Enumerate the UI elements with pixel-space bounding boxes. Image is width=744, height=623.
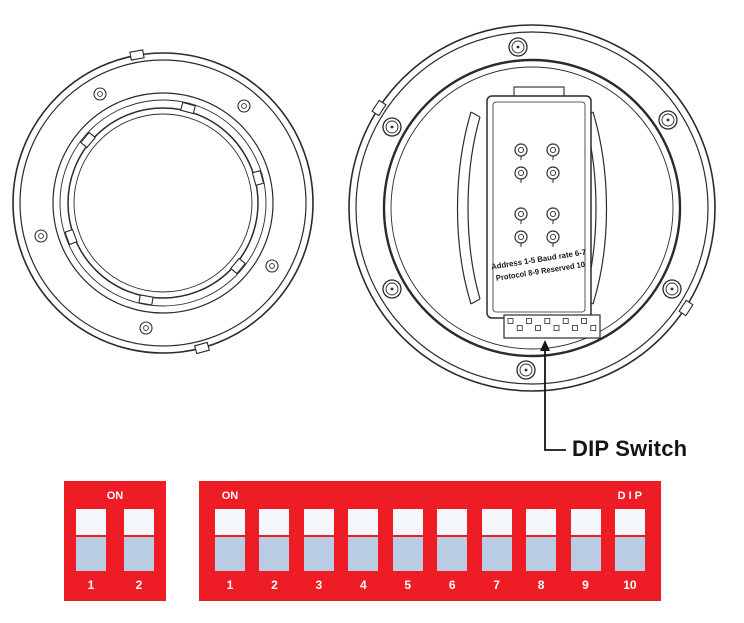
arrow-up-icon [540,340,550,351]
dip-switch-strip [503,314,601,339]
switch-recess [481,509,512,535]
switch-recess [392,509,423,535]
switch-slider [481,537,512,571]
switch-slider [437,537,468,571]
screw-icon [237,99,251,113]
screw-icon [382,279,402,299]
switch-recess [526,509,557,535]
switch-slider [303,537,334,571]
screw-icon [34,229,48,243]
switch-recess [76,509,106,535]
position-number: 1 [226,578,234,592]
callout-leader-line [540,340,566,451]
dip-toggle [76,509,106,571]
dip-toggle [437,509,468,571]
position-number: 2 [271,578,278,592]
switch-slider [348,537,379,571]
position-number: 2 [135,578,143,592]
position-number: 10 [623,578,637,592]
position-number: 6 [448,578,456,592]
dip-toggle [215,509,245,571]
dip-10pos-switch-row [199,505,661,575]
switch-recess [348,509,379,535]
position-number: 5 [404,578,412,592]
switch-slider [259,537,290,571]
switch-recess [215,509,245,535]
on-label: ON [221,490,239,502]
switch-slider [76,537,106,571]
dip-toggle [570,509,601,571]
position-number: 4 [359,578,367,592]
dip-toggle [124,509,154,571]
dip-10pos-header: ON DIP [199,487,661,505]
switch-slider [570,537,601,571]
dip-label: DIP [617,490,645,502]
dip-2pos-numbers: 1 2 [64,575,166,595]
screw-icon [508,37,528,57]
screw-icon [139,321,153,335]
clip-tab [64,228,78,246]
switch-slider [392,537,423,571]
dip-toggle [259,509,290,571]
clip-tab [129,49,145,61]
switch-recess [437,509,468,535]
on-label: ON [106,490,124,502]
screw-icon [658,110,678,130]
switch-recess [124,509,154,535]
position-number: 7 [493,578,500,592]
switch-recess [614,509,645,535]
dip-switch-callout-label: DIP Switch [572,436,688,461]
screw-icon [265,259,279,273]
dip-switch-block-2pos: ON 1 2 [64,481,166,601]
clip-tab [194,341,210,355]
clip-tab [138,294,154,306]
clip-tab [230,257,246,275]
dip-2pos-header: ON [64,487,166,505]
switch-slider [614,537,645,571]
switch-recess [570,509,601,535]
switch-recess [259,509,290,535]
cover-ring-drawing [12,49,314,355]
base-drawing: Address 1-5 Baud rate 6-7 Protocol 8-9 R… [348,24,716,392]
dip-10pos-numbers: 1 2 3 4 5 6 7 8 9 10 [199,575,661,595]
position-number: 9 [582,578,589,592]
device-illustration: Address 1-5 Baud rate 6-7 Protocol 8-9 R… [12,24,716,451]
dip-toggle [303,509,334,571]
screw-icon [662,279,682,299]
position-number: 8 [537,578,545,592]
dip-toggle [348,509,379,571]
dip-toggle [614,509,645,571]
position-number: 3 [315,578,323,592]
dip-toggle [526,509,557,571]
position-number: 1 [87,578,95,592]
dip-2pos-switch-row [64,505,166,575]
clip-tab [80,131,96,149]
dip-toggle [481,509,512,571]
dip-switch-block-10pos: ON DIP 1 2 3 4 5 6 7 8 9 10 [199,481,661,601]
switch-slider [124,537,154,571]
switch-slider [526,537,557,571]
screw-icon [516,360,536,380]
terminal-module: Address 1-5 Baud rate 6-7 Protocol 8-9 R… [486,86,592,319]
screw-icon [382,117,402,137]
dip-toggle [392,509,423,571]
switch-recess [303,509,334,535]
mount-bracket-left [456,111,481,305]
screw-icon [93,87,107,101]
switch-slider [215,537,245,571]
